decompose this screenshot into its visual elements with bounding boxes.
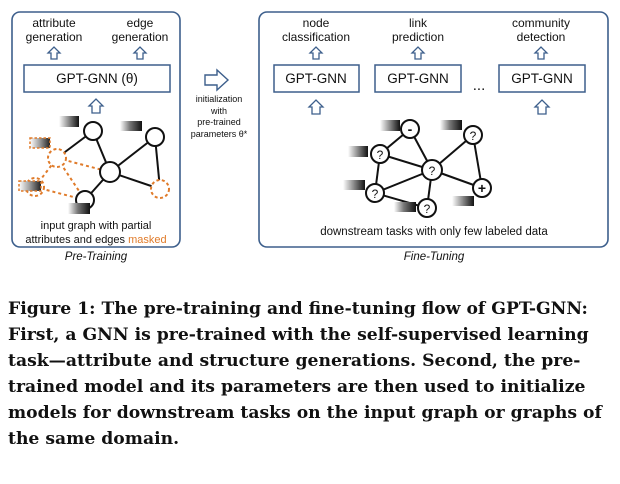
task-community-2: detection (517, 30, 566, 44)
masked-node (47, 148, 67, 168)
pretrain-graph-caption-2: attributes and edges masked (25, 234, 166, 246)
masked-node (150, 179, 170, 199)
init-line-3: pre-trained (197, 117, 241, 127)
up-arrow-icon (308, 46, 324, 60)
labeled-node-minus (400, 119, 420, 139)
caption-masked-word: masked (128, 234, 167, 246)
init-line-2: with (210, 106, 227, 116)
attribute-bar (380, 120, 400, 131)
init-line-4: parameters θ* (191, 129, 248, 139)
right-arrow-icon (204, 68, 230, 92)
up-arrow-icon (410, 46, 426, 60)
attr-gen-label-2: generation (26, 30, 83, 44)
graph-node (145, 127, 165, 147)
attr-gen-label-1: attribute (32, 16, 76, 30)
up-arrow-icon (307, 99, 325, 115)
finetuning-title: Fine-Tuning (404, 251, 465, 263)
unknown-node (365, 183, 385, 203)
gpt-gnn-community-box (498, 64, 586, 93)
caption-attributes-edges: attributes and edges (25, 234, 125, 246)
gpt-gnn-flow-diagram: attribute generation edge generation GPT… (11, 11, 609, 263)
attribute-bar (440, 120, 462, 130)
edge-gen-label-1: edge (127, 16, 154, 30)
question-mark: ? (424, 202, 431, 216)
gpt-gnn-label: GPT-GNN (511, 71, 573, 86)
unknown-node (421, 159, 443, 181)
task-link-1: link (409, 16, 428, 30)
up-arrow-icon (132, 46, 148, 60)
minus-mark: - (408, 121, 413, 137)
graph-node (99, 161, 121, 183)
question-mark: ? (470, 129, 477, 143)
gpt-gnn-pretrain-box (23, 64, 171, 93)
pretrain-masked-edges (34, 157, 111, 201)
masked-attribute-bar (18, 180, 42, 192)
attribute-bar (348, 146, 368, 157)
masked-attribute-bar (29, 137, 51, 149)
unknown-node (417, 198, 437, 218)
attribute-bar (394, 202, 416, 212)
question-mark: ? (429, 164, 436, 178)
graph-node (83, 121, 103, 141)
task-community-1: community (512, 16, 570, 30)
figure-caption-text: The pre-training and fine-tuning flow of… (8, 299, 602, 449)
figure-caption: Figure 1: The pre-training and fine-tuni… (8, 296, 612, 452)
pretraining-panel (11, 11, 181, 248)
up-arrow-icon (46, 46, 62, 60)
ellipsis: ... (473, 77, 486, 94)
attribute-bar (343, 180, 365, 190)
gpt-gnn-node-box (273, 64, 360, 93)
gpt-gnn-label: GPT-GNN (387, 71, 449, 86)
edge-gen-label-2: generation (112, 30, 169, 44)
gpt-gnn-label: GPT-GNN (285, 71, 347, 86)
task-node-2: classification (282, 30, 350, 44)
figure-label: Figure 1: (8, 299, 96, 319)
finetune-graph-caption: downstream tasks with only few labeled d… (320, 226, 548, 238)
unknown-node (370, 144, 390, 164)
question-mark: ? (372, 187, 379, 201)
question-mark: ? (377, 148, 384, 162)
finetuning-panel (258, 11, 609, 248)
plus-mark: + (478, 180, 486, 196)
gpt-gnn-theta-label: GPT-GNN (θ) (56, 71, 138, 86)
init-line-1: initialization (196, 94, 243, 104)
task-node-1: node (303, 16, 330, 30)
attribute-bar (120, 121, 142, 131)
up-arrow-icon (533, 46, 549, 60)
gpt-gnn-link-box (374, 64, 462, 93)
attribute-bar (59, 116, 79, 127)
labeled-node-plus (472, 178, 492, 198)
pretrain-graph-caption-1: input graph with partial (41, 220, 152, 232)
up-arrow-icon (533, 99, 551, 115)
up-arrow-icon (87, 98, 105, 114)
pretraining-title: Pre-Training (65, 251, 128, 263)
attribute-bar (68, 203, 90, 214)
attribute-bar (452, 196, 474, 206)
task-link-2: prediction (392, 30, 444, 44)
unknown-node (463, 125, 483, 145)
